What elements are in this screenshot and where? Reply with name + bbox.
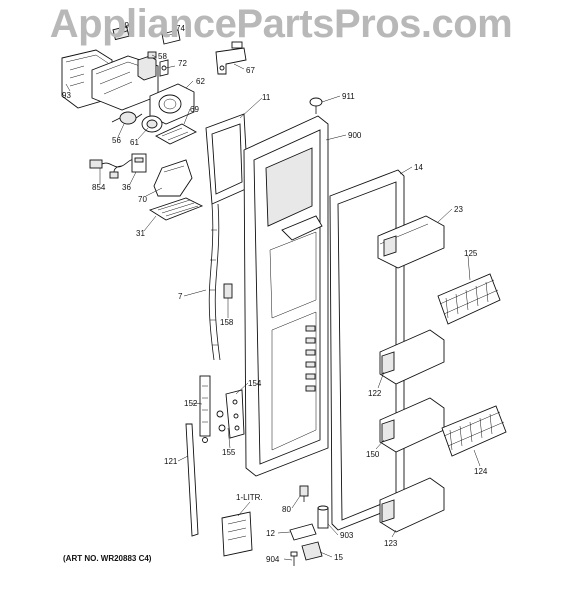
callout-123: 123 xyxy=(384,539,398,548)
callout-121: 121 xyxy=(164,457,178,466)
part-1litr-manual xyxy=(221,511,253,557)
callout-58: 58 xyxy=(158,52,167,61)
part-124-basket xyxy=(441,405,507,457)
callout-labels: 291 74 58 72 67 62 93 11 911 69 900 56 6… xyxy=(62,21,488,564)
part-31-drip-tray xyxy=(148,197,204,221)
callout-1litr: 1-LITR. xyxy=(236,493,263,502)
callout-67: 67 xyxy=(246,66,255,75)
callout-158: 158 xyxy=(220,318,234,327)
part-152 xyxy=(199,375,211,443)
dispenser-frame xyxy=(91,55,159,111)
callout-903: 903 xyxy=(340,531,354,540)
part-11-frame xyxy=(205,113,249,205)
part-158 xyxy=(223,283,233,299)
callout-150: 150 xyxy=(366,450,380,459)
part-74 xyxy=(161,29,181,45)
part-36-switch xyxy=(131,153,147,173)
callout-12: 12 xyxy=(266,529,275,538)
part-69 xyxy=(155,123,197,145)
callout-36: 36 xyxy=(122,183,131,192)
callout-61: 61 xyxy=(130,138,139,147)
part-12-bracket xyxy=(289,523,317,541)
part-904-screw xyxy=(290,551,298,566)
part-23-bin xyxy=(377,215,445,269)
callout-155: 155 xyxy=(222,448,236,457)
part-67 xyxy=(215,41,247,75)
part-122-bin xyxy=(379,329,445,385)
part-123-bin xyxy=(379,477,445,533)
part-80-screw xyxy=(299,485,309,502)
callout-291: 291 xyxy=(120,21,134,30)
part-903-cylinder xyxy=(317,505,329,529)
part-125-basket xyxy=(437,273,501,325)
callout-7: 7 xyxy=(178,292,183,301)
callout-122: 122 xyxy=(368,389,382,398)
callout-93: 93 xyxy=(62,91,71,100)
callout-904: 904 xyxy=(266,555,280,564)
part-56 xyxy=(111,111,143,125)
callout-11: 11 xyxy=(262,93,271,102)
part-155 xyxy=(216,410,226,432)
callout-124: 124 xyxy=(474,467,488,476)
part-900-door xyxy=(243,115,329,477)
callout-72: 72 xyxy=(178,59,187,68)
callout-69: 69 xyxy=(190,105,199,114)
part-15-block xyxy=(301,541,323,561)
callout-154: 154 xyxy=(248,379,262,388)
callout-80: 80 xyxy=(282,505,291,514)
part-291 xyxy=(112,25,130,41)
part-911-plug xyxy=(309,97,323,114)
callout-900: 900 xyxy=(348,131,362,140)
part-154-hinge xyxy=(225,389,245,439)
callout-62: 62 xyxy=(196,77,205,86)
part-70-paddle xyxy=(153,159,193,197)
leader-lines xyxy=(65,29,481,561)
part-61 xyxy=(141,115,163,133)
art-number: (ART NO. WR20883 C4) xyxy=(63,554,152,563)
callout-56: 56 xyxy=(112,136,121,145)
part-72 xyxy=(159,59,169,77)
callout-74: 74 xyxy=(176,24,185,33)
callout-854: 854 xyxy=(92,183,106,192)
part-150-bin xyxy=(379,397,445,453)
door-slots xyxy=(305,325,316,392)
part-121-strip xyxy=(185,423,199,537)
part-7-hinge-strip xyxy=(208,203,221,361)
part-854-wire-harness xyxy=(89,159,137,179)
callout-31: 31 xyxy=(136,229,145,238)
callout-911: 911 xyxy=(342,92,355,101)
callout-15: 15 xyxy=(334,553,343,562)
callout-14: 14 xyxy=(414,163,423,172)
callout-23: 23 xyxy=(454,205,463,214)
callout-70: 70 xyxy=(138,195,147,204)
callout-152: 152 xyxy=(184,399,198,408)
callout-125: 125 xyxy=(464,249,478,258)
